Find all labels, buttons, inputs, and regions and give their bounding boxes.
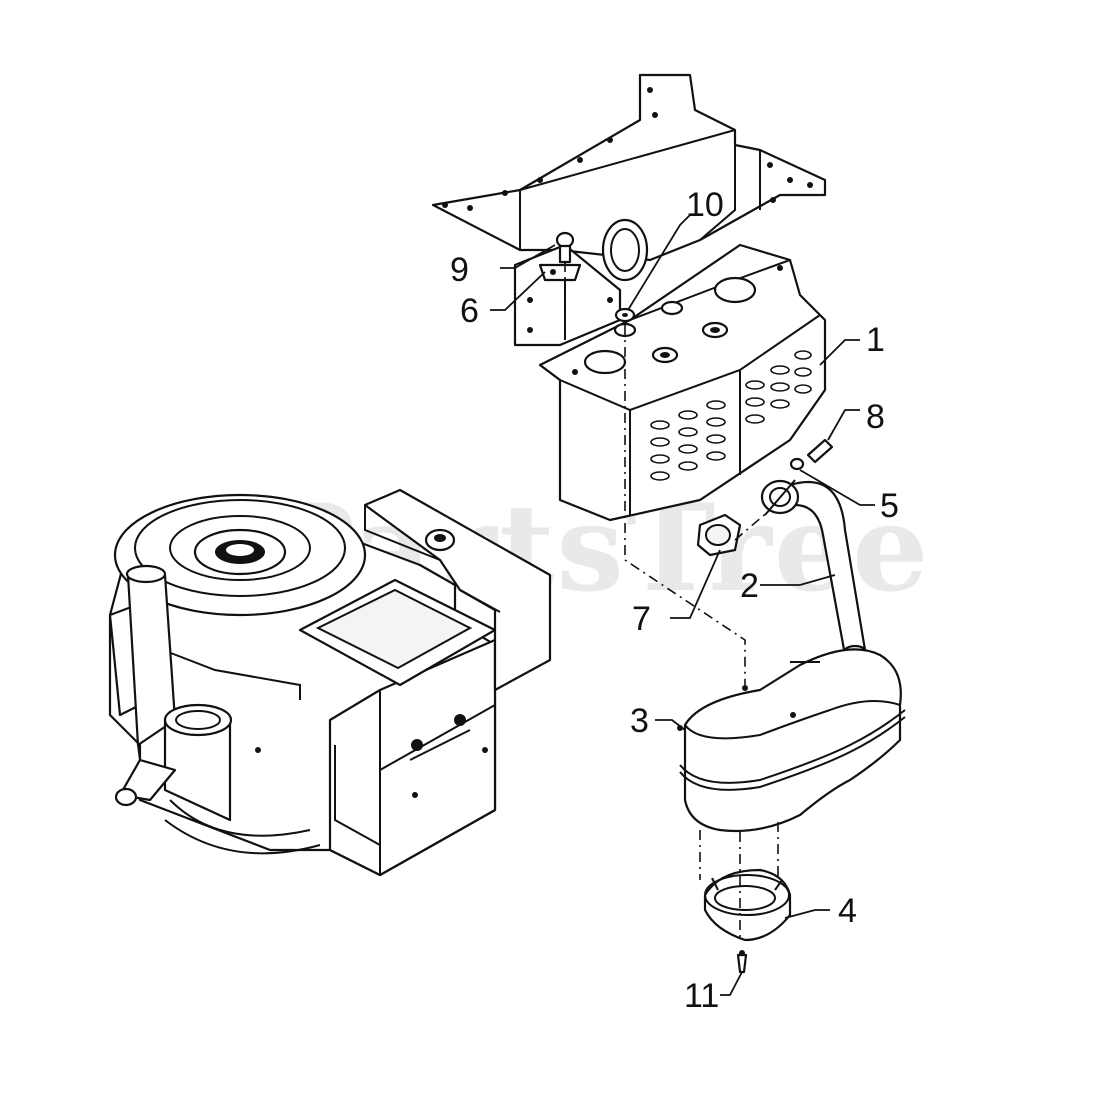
heat-shield-louvers (650, 350, 812, 481)
leader-lines (490, 214, 875, 996)
callout-2: 2 (740, 567, 759, 605)
exhaust-deflector (703, 868, 792, 942)
gasket-7 (696, 513, 742, 557)
muffler (677, 648, 906, 833)
callout-7: 7 (632, 600, 651, 638)
heat-shield (538, 243, 827, 522)
callout-9: 9 (450, 251, 469, 289)
lockwasher-5 (789, 457, 805, 471)
screw-11 (736, 950, 748, 974)
callout-1: 1 (866, 321, 885, 359)
callout-11: 11 (684, 977, 719, 1015)
callout-labels: 1 2 3 4 5 6 7 8 9 10 11 (450, 186, 899, 1015)
callout-10: 10 (686, 186, 724, 224)
bolt-9 (555, 231, 575, 264)
engine-assembly (108, 488, 552, 877)
alignment-lines (564, 262, 779, 940)
callout-5: 5 (880, 487, 899, 525)
washer-6 (538, 263, 582, 282)
screw-8 (806, 438, 834, 464)
callout-4: 4 (838, 892, 857, 930)
callout-8: 8 (866, 398, 885, 436)
callout-3: 3 (630, 702, 649, 740)
callout-6: 6 (460, 292, 479, 330)
nut-10 (614, 307, 636, 323)
